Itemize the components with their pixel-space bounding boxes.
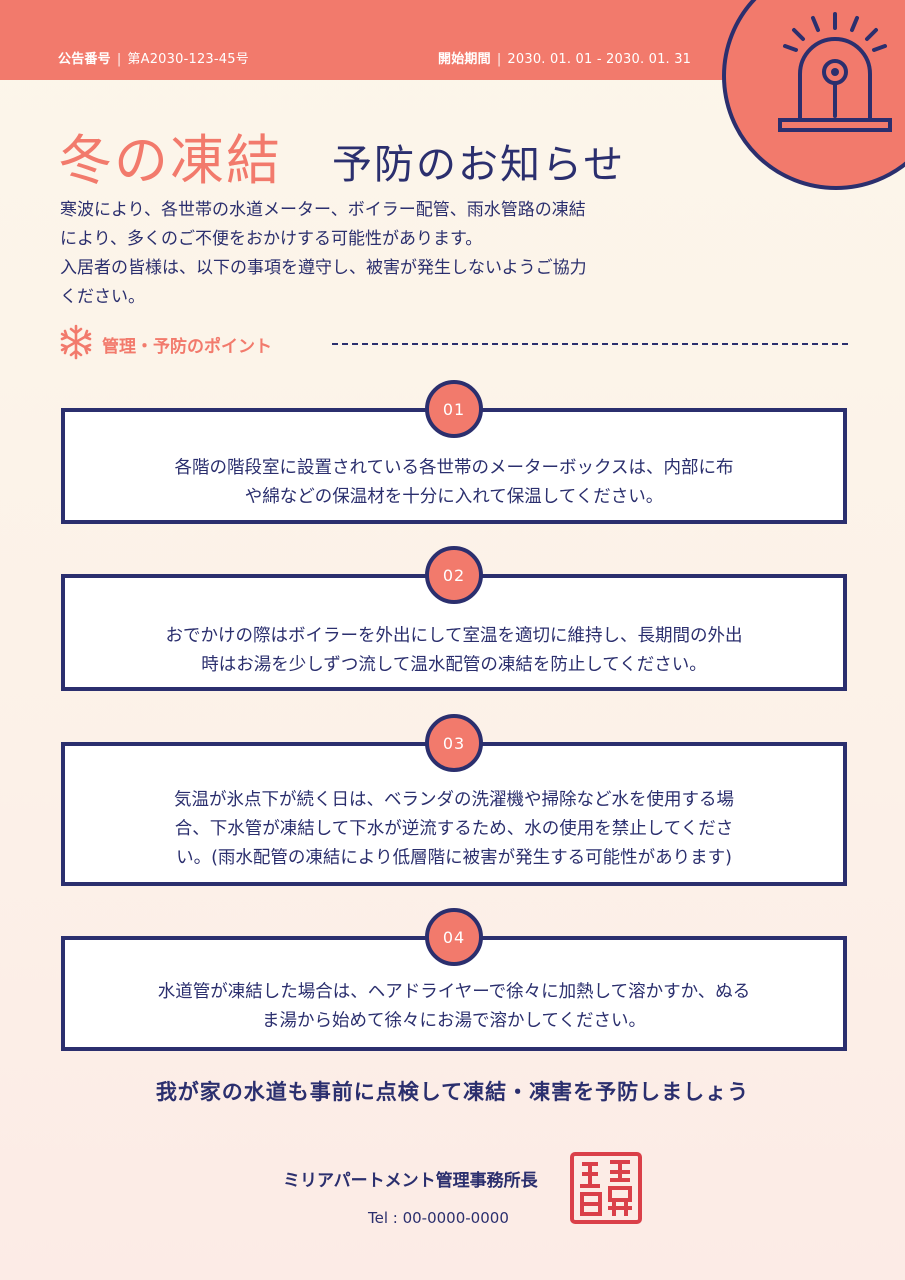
notice-value: 第A2030-123-45号 bbox=[127, 52, 249, 67]
points-section-header: 管理・予防のポイント bbox=[58, 324, 848, 360]
office-name: ミリアパートメント管理事務所長 bbox=[283, 1171, 538, 1191]
points-section-label: 管理・予防のポイント bbox=[102, 337, 272, 357]
intro-line: 入居者の皆様は、以下の事項を遵守し、被害が発生しないようご協力 bbox=[60, 258, 587, 278]
point-text: おでかけの際はボイラーを外出にして室温を適切に維持し、長期間の外出 時はお湯を少… bbox=[95, 622, 813, 680]
point-line: ま湯から始めて徐々にお湯で溶かしてください。 bbox=[262, 1011, 646, 1031]
intro-line: ください。 bbox=[60, 287, 145, 307]
point-line: 水道管が凍結した場合は、ヘアドライヤーで徐々に加熱して溶かすか、ぬる bbox=[157, 982, 751, 1002]
alarm-siren-icon bbox=[778, 12, 892, 132]
intro-text: 寒波により、各世帯の水道メーター、ボイラー配管、雨水管路の凍結 により、多くのご… bbox=[60, 196, 670, 312]
intro-line: により、多くのご不便をおかけする可能性があります。 bbox=[60, 229, 483, 249]
page-title-sub: 予防のお知らせ bbox=[332, 142, 626, 188]
red-seal-stamp bbox=[570, 1152, 642, 1224]
closing-slogan: 我が家の水道も事前に点検して凍結・凍害を予防しましょう bbox=[155, 1080, 750, 1104]
section-divider bbox=[332, 343, 848, 345]
point-line: や綿などの保温材を十分に入れて保温してください。 bbox=[244, 487, 664, 507]
point-line: 気温が氷点下が続く日は、ベランダの洗濯機や掃除など水を使用する場 bbox=[174, 790, 734, 810]
period-value: 2030. 01. 01 - 2030. 01. 31 bbox=[507, 52, 692, 67]
intro-line: 寒波により、各世帯の水道メーター、ボイラー配管、雨水管路の凍結 bbox=[60, 200, 586, 220]
snowflake-icon bbox=[60, 324, 92, 360]
point-number-badge: 02 bbox=[425, 546, 483, 604]
point-number-badge: 04 bbox=[425, 908, 483, 966]
point-line: おでかけの際はボイラーを外出にして室温を適切に維持し、長期間の外出 bbox=[165, 626, 743, 646]
notice-number: 公告番号|第A2030-123-45号 bbox=[58, 52, 249, 67]
point-line: 各階の階段室に設置されている各世帯のメーターボックスは、内部に布 bbox=[174, 458, 734, 478]
point-line: 時はお湯を少しずつ流して温水配管の凍結を防止してください。 bbox=[201, 655, 707, 675]
point-line: い。(雨水配管の凍結により低層階に被害が発生する可能性があります) bbox=[176, 848, 732, 868]
point-text: 各階の階段室に設置されている各世帯のメーターボックスは、内部に布 や綿などの保温… bbox=[95, 454, 813, 512]
point-card-01: 各階の階段室に設置されている各世帯のメーターボックスは、内部に布 や綿などの保温… bbox=[61, 408, 847, 524]
point-text: 気温が氷点下が続く日は、ベランダの洗濯機や掃除など水を使用する場 合、下水管が凍… bbox=[95, 786, 813, 873]
notice-period: 開始期間|2030. 01. 01 - 2030. 01. 31 bbox=[438, 52, 692, 67]
point-number-badge: 03 bbox=[425, 714, 483, 772]
office-tel: Tel : 00-0000-0000 bbox=[368, 1209, 509, 1227]
point-line: 合、下水管が凍結して下水が逆流するため、水の使用を禁止してくださ bbox=[174, 819, 734, 839]
point-number-badge: 01 bbox=[425, 380, 483, 438]
period-label: 開始期間 bbox=[438, 52, 491, 67]
point-text: 水道管が凍結した場合は、ヘアドライヤーで徐々に加熱して溶かすか、ぬる ま湯から始… bbox=[95, 978, 813, 1036]
notice-label: 公告番号 bbox=[58, 52, 111, 67]
page-title-main: 冬の凍結 bbox=[58, 129, 282, 192]
